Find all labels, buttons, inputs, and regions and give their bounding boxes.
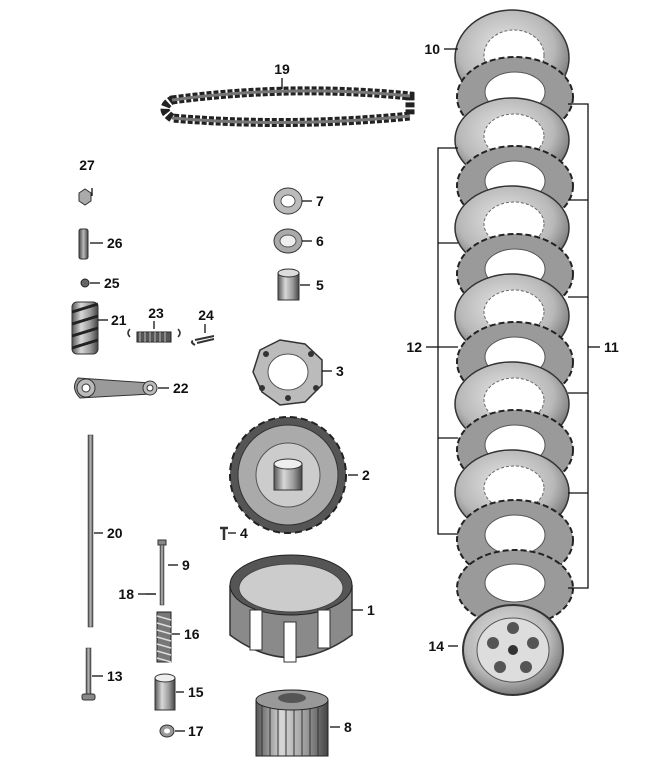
push-rod-long-part (87, 434, 94, 628)
callout-16: 16 (184, 626, 200, 642)
worm-gear-part (71, 301, 99, 355)
nut-part (78, 188, 92, 206)
steel-plate (456, 549, 574, 627)
washer-part-7 (273, 187, 303, 215)
callout-22: 22 (173, 380, 189, 396)
disc-stack (454, 9, 574, 627)
callout-5: 5 (316, 277, 324, 293)
small-screw-part (220, 526, 228, 540)
callout-6: 6 (316, 233, 324, 249)
small-washer-part (159, 724, 175, 738)
callout-13: 13 (107, 668, 123, 684)
callout-8: 8 (344, 719, 352, 735)
callout-20: 20 (107, 525, 123, 541)
pin-part (157, 539, 167, 606)
tension-spring-part (127, 328, 181, 343)
washer-part-6 (273, 228, 303, 254)
pressure-plate-part (462, 604, 564, 696)
spring-plate-part (252, 339, 323, 406)
callout-12: 12 (406, 339, 422, 355)
callout-3: 3 (336, 363, 344, 379)
drive-chain-part (160, 86, 415, 128)
callout-18: 18 (118, 586, 134, 602)
sprocket-wheel-part (229, 416, 347, 534)
callout-labels: 19 10 7 6 5 3 2 4 1 8 27 26 25 21 23 24 … (79, 41, 619, 739)
callout-4: 4 (240, 525, 248, 541)
sleeve-part (154, 673, 176, 711)
bushing-part (277, 268, 300, 301)
callout-11: 11 (604, 339, 619, 355)
callout-1: 1 (367, 602, 375, 618)
clutch-drum-part (229, 554, 353, 663)
release-lever-part (74, 377, 158, 399)
callout-21: 21 (111, 312, 127, 328)
leader-lines (90, 48, 600, 732)
callout-15: 15 (188, 684, 204, 700)
callout-23: 23 (148, 305, 164, 321)
callout-9: 9 (182, 557, 190, 573)
push-rod-short-part (81, 647, 96, 701)
adjusting-screw-part (78, 228, 89, 260)
ball-part (80, 278, 90, 288)
callout-19: 19 (274, 61, 290, 77)
callout-10: 10 (424, 41, 440, 57)
clutch-hub-part (255, 689, 329, 757)
callout-17: 17 (188, 723, 204, 739)
cotter-pin-part (190, 335, 215, 346)
coil-spring-part (156, 611, 172, 663)
callout-14: 14 (428, 638, 444, 654)
callout-2: 2 (362, 467, 370, 483)
callout-26: 26 (107, 235, 123, 251)
callout-27: 27 (79, 157, 95, 173)
callout-24: 24 (198, 307, 214, 323)
callout-7: 7 (316, 193, 324, 209)
callout-25: 25 (104, 275, 120, 291)
